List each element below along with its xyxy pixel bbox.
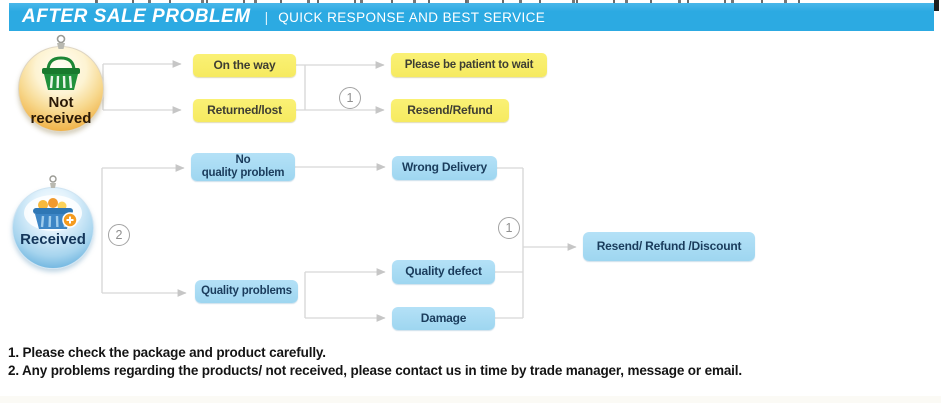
footnote-2: 2. Any problems regarding the products/ …	[8, 362, 742, 378]
corner-mark	[934, 0, 939, 11]
banner-separator: |	[264, 9, 269, 25]
node-quality-problems: Quality problems	[195, 280, 298, 303]
banner-title: AFTER SALE PROBLEM	[22, 6, 251, 27]
ornament-hanger-icon	[56, 34, 66, 49]
banner-subtitle: QUICK RESPONSE AND BEST SERVICE	[278, 9, 546, 25]
step-badge-1-top: 1	[339, 87, 361, 109]
received-source: Received	[12, 175, 94, 269]
footnotes: 1. Please check the package and product …	[8, 344, 742, 379]
node-on-the-way: On the way	[193, 54, 296, 77]
not-received-label: Not received	[30, 94, 92, 127]
node-damage: Damage	[392, 307, 495, 330]
footnote-1: 1. Please check the package and product …	[8, 345, 326, 360]
node-returned-lost: Returned/lost	[193, 99, 296, 122]
cutoff-text-remnants	[95, 0, 820, 3]
banner: AFTER SALE PROBLEM | QUICK RESPONSE AND …	[9, 3, 934, 31]
step-badge-2: 2	[108, 224, 130, 246]
node-be-patient: Please be patient to wait	[391, 53, 547, 77]
bottom-strip	[0, 396, 941, 403]
node-resend-refund: Resend/Refund	[391, 99, 509, 122]
node-resend-refund-discount: Resend/ Refund /Discount	[583, 232, 755, 261]
not-received-source: Not received	[18, 34, 104, 132]
node-wrong-delivery: Wrong Delivery	[392, 156, 497, 180]
shopping-basket-icon	[42, 56, 80, 90]
ornament-hanger-icon	[49, 175, 57, 188]
received-label: Received	[20, 231, 86, 248]
node-quality-defect: Quality defect	[392, 260, 495, 284]
shopping-basket-full-icon	[33, 198, 78, 229]
step-badge-1-bottom: 1	[498, 217, 520, 239]
